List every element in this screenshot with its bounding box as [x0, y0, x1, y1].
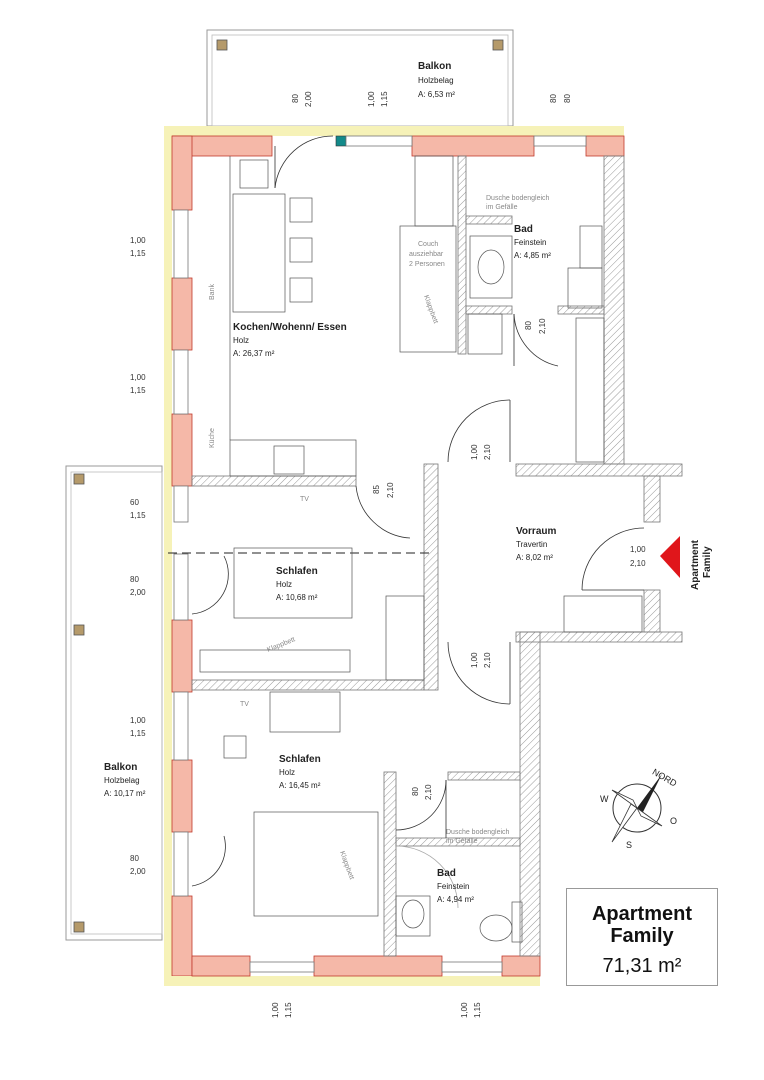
dim-left5-a: 1,00: [130, 716, 146, 725]
dim-ks-door-a: 85: [372, 485, 381, 494]
dim-ks-door-b: 2,10: [386, 482, 395, 498]
compass-o: O: [670, 816, 677, 826]
couch-label-2: ausziehbar: [409, 251, 444, 258]
dim-bot1-b: 1,15: [284, 1002, 293, 1018]
balcony-left: [65, 465, 163, 941]
tv2-label: TV: [240, 701, 249, 708]
dim-left2-a: 1,00: [130, 373, 146, 382]
dim-lower-door-b: 2,10: [483, 652, 492, 668]
dim-bad2-door-b: 2,10: [424, 784, 433, 800]
dim-top-80b: 80: [549, 94, 558, 103]
title-line-2: Family: [610, 925, 674, 947]
dim-left1-b: 1,15: [130, 249, 146, 258]
schlafen2-name: Schlafen: [279, 754, 321, 765]
couch-label-1: Couch: [418, 241, 438, 248]
dimension-labels: 80 2,00 1,00 1,15 80 80 1,00 1,15 1,00 1…: [130, 91, 646, 1018]
balkon-top-area: A: 6,53 m²: [418, 90, 455, 99]
dim-left3-a: 60: [130, 498, 139, 507]
dim-bad-door-a: 80: [524, 321, 533, 330]
dim-vor-door-b: 2,10: [483, 444, 492, 460]
schlafen1-material: Holz: [276, 580, 292, 589]
schlafen1-area: A: 10,68 m²: [276, 593, 318, 602]
balkon-top-material: Holzbelag: [418, 76, 454, 85]
balkon-left-name: Balkon: [104, 762, 137, 773]
dim-top-80c: 80: [563, 94, 572, 103]
dim-top-200: 2,00: [304, 91, 313, 107]
kueche-label: Küche: [209, 428, 216, 448]
dim-bot1-a: 1,00: [271, 1002, 280, 1018]
dim-bad2-door-a: 80: [411, 787, 420, 796]
schlafen2-material: Holz: [279, 768, 295, 777]
room-labels: Balkon Holzbelag A: 6,53 m² Kochen/Wohen…: [104, 61, 556, 904]
dim-left6-a: 80: [130, 854, 139, 863]
bank-label: Bank: [209, 284, 216, 300]
dim-lower-door-a: 1,00: [470, 652, 479, 668]
balkon-top-name: Balkon: [418, 61, 451, 72]
tv1-label: TV: [300, 496, 309, 503]
schlafen2-area: A: 16,45 m²: [279, 781, 321, 790]
dim-left5-b: 1,15: [130, 729, 146, 738]
dim-entry-a: 1,00: [630, 545, 646, 554]
compass-icon: NORD W O S: [600, 767, 679, 850]
dim-top-115: 1,15: [380, 91, 389, 107]
couch-label-3: 2 Personen: [409, 261, 445, 268]
bad-bottom-name: Bad: [437, 868, 456, 879]
title-line-1: Apartment: [591, 903, 692, 925]
bad-top-material: Feinstein: [514, 238, 546, 247]
vorraum-material: Travertin: [516, 540, 547, 549]
dim-top-80: 80: [291, 94, 300, 103]
vorraum-name: Vorraum: [516, 526, 556, 537]
klappbett3-label: Klappbett: [338, 850, 355, 880]
klappbett1-label: Klappbett: [422, 294, 439, 324]
bad-top-name: Bad: [514, 224, 533, 235]
dim-left3-b: 1,15: [130, 511, 146, 520]
total-area: 71,31 m²: [602, 955, 682, 977]
dim-bot2-b: 1,15: [473, 1002, 482, 1018]
kitchen-material: Holz: [233, 336, 249, 345]
entrance-label-2: Family: [702, 546, 713, 578]
dim-bad-door-b: 2,10: [538, 318, 547, 334]
schlafen1-name: Schlafen: [276, 566, 318, 577]
dim-left4-b: 2,00: [130, 588, 146, 597]
kitchen-area: A: 26,37 m²: [233, 349, 275, 358]
windows: [173, 135, 587, 973]
dim-left1-a: 1,00: [130, 236, 146, 245]
bad-bottom-material: Feinstein: [437, 882, 469, 891]
entrance-label-1: Apartment: [690, 539, 701, 590]
dim-left6-b: 2,00: [130, 867, 146, 876]
dusche-bottom-2: im Gefälle: [446, 838, 478, 845]
balcony-top: [206, 29, 514, 127]
title-block: Apartment Family 71,31 m²: [566, 888, 718, 986]
doors: [191, 135, 645, 909]
dusche-top-1: Dusche bodengleich: [486, 195, 550, 202]
balkon-left-area: A: 10,17 m²: [104, 789, 146, 798]
interior-walls: [191, 155, 683, 957]
dim-vor-door-a: 1,00: [470, 444, 479, 460]
dusche-top-2: im Gefälle: [486, 204, 518, 211]
exterior-walls: [164, 126, 625, 986]
balkon-left-material: Holzbelag: [104, 776, 140, 785]
compass-s: S: [626, 840, 632, 850]
dim-entry-b: 2,10: [630, 559, 646, 568]
bad-bottom-area: A: 4,94 m²: [437, 895, 474, 904]
dim-bot2-a: 1,00: [460, 1002, 469, 1018]
dim-left4-a: 80: [130, 575, 139, 584]
klappbett2-label: Klappbett: [266, 636, 296, 654]
compass-w: W: [600, 794, 609, 804]
dim-top-100: 1,00: [367, 91, 376, 107]
bad-top-area: A: 4,85 m²: [514, 251, 551, 260]
entrance-arrow-icon: [660, 536, 680, 578]
vorraum-area: A: 8,02 m²: [516, 553, 553, 562]
dim-left2-b: 1,15: [130, 386, 146, 395]
dusche-bottom-1: Dusche bodengleich: [446, 829, 510, 836]
furniture: [199, 155, 643, 943]
kitchen-name: Kochen/Wohenn/ Essen: [233, 322, 347, 333]
